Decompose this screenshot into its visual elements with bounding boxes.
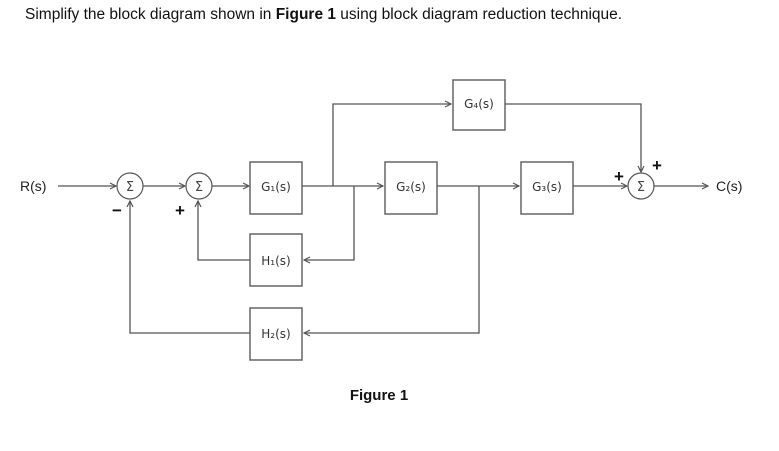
summing-junction-1: Σ bbox=[116, 172, 144, 200]
wire-h2-to-sum1 bbox=[130, 201, 250, 334]
summing-junction-2: Σ bbox=[185, 172, 213, 200]
wire-feedforward-to-g4 bbox=[332, 104, 451, 186]
wire-h1-to-sum2 bbox=[198, 201, 250, 261]
block-g2: G₂(s) bbox=[384, 161, 438, 215]
output-label: C(s) bbox=[716, 178, 742, 194]
wire-h2-pickoff bbox=[304, 186, 480, 333]
block-h2-label: H₂(s) bbox=[261, 327, 290, 341]
sigma-icon: Σ bbox=[637, 180, 645, 195]
block-g1: G₁(s) bbox=[249, 161, 303, 215]
block-g4: G₄(s) bbox=[452, 79, 506, 131]
sign-sum3-main: + bbox=[614, 167, 624, 186]
block-g1-label: G₁(s) bbox=[261, 180, 291, 194]
sign-sum1-feedback: − bbox=[112, 201, 122, 220]
block-g3: G₃(s) bbox=[520, 161, 574, 215]
block-g3-label: G₃(s) bbox=[532, 180, 562, 194]
block-g2-label: G₂(s) bbox=[396, 180, 426, 194]
sigma-icon: Σ bbox=[126, 180, 134, 195]
block-g4-label: G₄(s) bbox=[464, 97, 494, 111]
wire-h1-pickoff bbox=[304, 186, 355, 260]
sigma-icon: Σ bbox=[195, 180, 203, 195]
sign-sum3-g4: + bbox=[652, 156, 662, 175]
sign-sum2-feedback: + bbox=[175, 201, 185, 220]
question-figure-ref: Figure 1 bbox=[275, 6, 336, 23]
question-prefix: Simplify the block diagram shown in bbox=[25, 6, 276, 23]
question-suffix: using block diagram reduction technique. bbox=[336, 6, 623, 23]
block-h1: H₁(s) bbox=[249, 233, 303, 287]
input-label: R(s) bbox=[20, 178, 46, 194]
question-text: Simplify the block diagram shown in Figu… bbox=[25, 6, 622, 24]
figure-caption: Figure 1 bbox=[350, 387, 408, 404]
block-h2: H₂(s) bbox=[249, 307, 303, 361]
wire-g4-to-sum3 bbox=[505, 103, 641, 172]
summing-junction-3: Σ bbox=[627, 172, 655, 200]
block-h1-label: H₁(s) bbox=[261, 254, 290, 268]
